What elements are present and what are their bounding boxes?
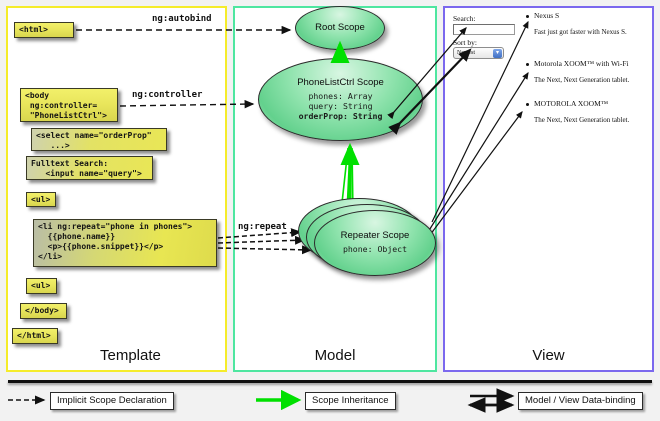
legend-model-view-data-binding: Model / View Data-binding [518,392,643,410]
chevron-down-icon: ▾ [493,49,502,58]
edge-label-ng-repeat: ng:repeat [238,222,287,232]
legend-scope-inheritance: Scope Inheritance [305,392,396,410]
list-item-snippet: The Next, Next Generation tablet. [534,76,630,84]
scope-root: Root Scope [295,6,385,50]
panel-model-label: Model [314,347,356,364]
scope-phonelistctrl-props: phones: Array query: String [308,90,373,111]
code-box-body-open: <body ng:controller= "PhoneListCtrl"> [20,88,118,122]
list-item-name: MOTOROLA XOOM™ [534,99,609,108]
scope-phonelistctrl: PhoneListCtrl Scope phones: Array query:… [258,58,423,141]
code-box-select: <select name="orderProp" ...> [31,128,167,151]
legend-divider [8,380,652,383]
scope-phonelistctrl-props-bold: orderProp: String [298,111,383,122]
list-item-name: Motorola XOOM™ with Wi-Fi [534,59,629,68]
view-search-label: Search: [453,14,476,23]
scope-phonelistctrl-title: PhoneListCtrl Scope [297,76,384,88]
list-bullet [526,15,529,18]
search-input[interactable] [453,24,515,35]
edge-label-ng-controller: ng:controller [132,90,203,100]
sort-select-value: Newest [457,50,475,56]
list-bullet [526,63,529,66]
code-box-html-open: <html> [14,22,74,38]
list-bullet [526,103,529,106]
legend-implicit-scope-declaration: Implicit Scope Declaration [50,392,174,410]
scope-repeater-props: phone: Object [342,244,408,255]
code-box-ul-close: <ul> [26,278,57,294]
view-sort-label: Sort by: [453,38,477,47]
edge-label-ng-autobind: ng:autobind [152,14,212,24]
code-box-ul-open: <ul> [26,192,56,207]
list-item-snippet: Fast just got faster with Nexus S. [534,28,627,36]
scope-repeater: Repeater Scope phone: Object [314,210,436,276]
legend: Implicit Scope Declaration Scope Inherit… [0,378,660,421]
panel-view-label: View [532,347,565,364]
code-box-body-close: </body> [20,303,67,319]
panel-template-label: Template [100,347,161,364]
sort-select[interactable]: Newest ▾ [453,47,504,59]
scope-repeater-title: Repeater Scope [340,230,410,242]
code-box-fulltext-search: Fulltext Search: <input name="query"> [26,156,153,180]
scope-root-title: Root Scope [315,21,365,33]
code-box-li-repeat: <li ng:repeat="phone in phones"> {{phone… [33,219,217,267]
code-box-html-close: </html> [12,328,58,344]
list-item-name: Nexus S [534,11,560,20]
list-item-snippet: The Next, Next Generation tablet. [534,116,630,124]
